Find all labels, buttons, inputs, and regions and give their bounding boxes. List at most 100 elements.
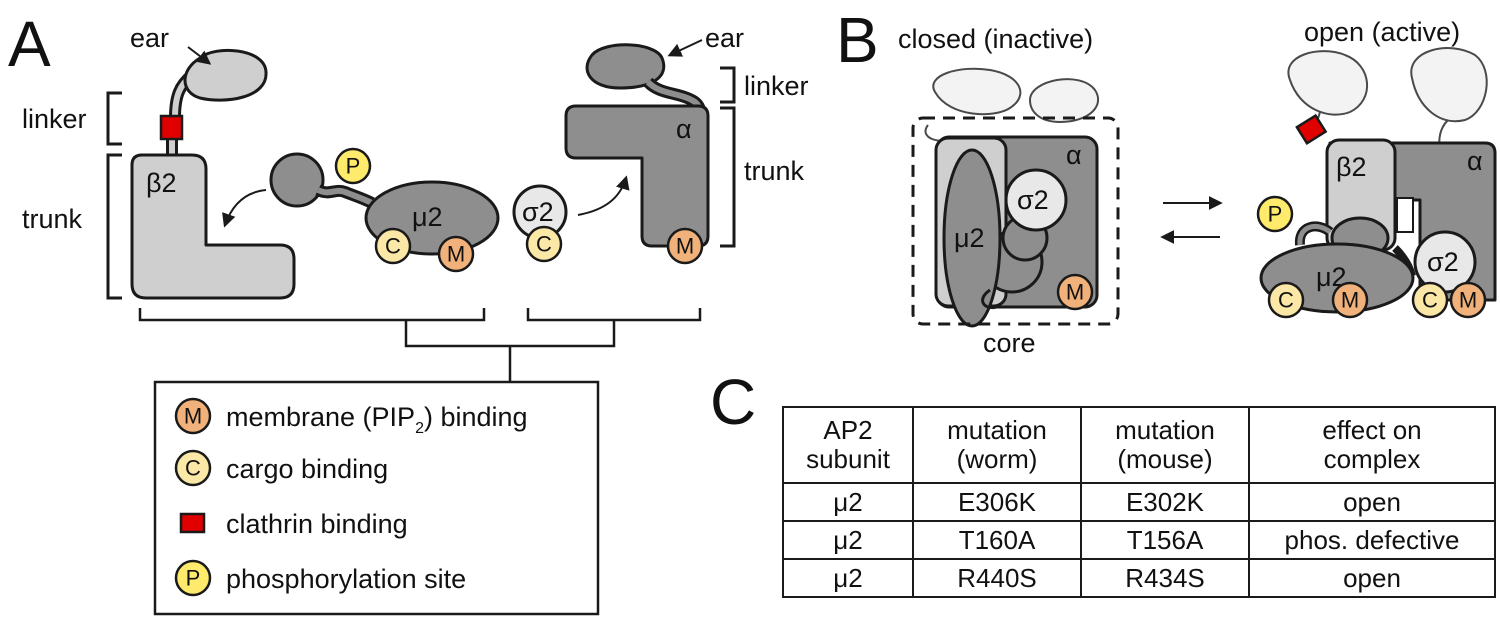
- legend-box: [153, 380, 600, 616]
- cell-mouse: E302K: [1080, 482, 1250, 522]
- phos-site-icon: [334, 147, 372, 185]
- open-alpha-membrane-icon: [1449, 281, 1487, 319]
- core-label: core: [983, 328, 1036, 358]
- trunk-bracket-right: [720, 106, 736, 248]
- open-sigma2-label: σ2: [1427, 247, 1459, 277]
- legend-membrane: membrane (PIP2) binding: [226, 402, 528, 437]
- ear-arrow-left: [187, 46, 212, 65]
- svg-text:M: M: [1341, 288, 1359, 313]
- membrane-site-icon: [437, 235, 475, 273]
- open-beta2-label: β2: [1336, 152, 1367, 182]
- header-mutation-mouse: mutation(mouse): [1080, 406, 1250, 484]
- svg-text:C: C: [1422, 288, 1438, 313]
- cell-subunit: μ2: [782, 520, 914, 560]
- linker-label-right: linker: [744, 71, 809, 101]
- trunk-label-left: trunk: [22, 204, 83, 234]
- sigma2-label-a: σ2: [522, 197, 554, 227]
- trunk-bracket-left: [106, 153, 122, 300]
- panel-c-letter: C: [710, 366, 756, 438]
- membrane-site-icon: [666, 227, 704, 265]
- closed-alpha-label: α: [1066, 140, 1082, 170]
- cell-mouse: T156A: [1080, 520, 1250, 560]
- open-clathrin-icon: [1295, 113, 1328, 146]
- beta2-trunk: [130, 153, 296, 300]
- panel-b-letter: B: [836, 4, 879, 76]
- clathrin-box-icon: [159, 114, 184, 141]
- cell-worm: T160A: [912, 520, 1082, 560]
- alpha-trunk: [564, 104, 710, 248]
- membrane-legend-icon: [174, 397, 212, 435]
- legend-clathrin: clathrin binding: [226, 509, 408, 539]
- cell-effect: phos. defective: [1248, 520, 1496, 560]
- open-ear-ghost-left: [1287, 50, 1368, 116]
- clathrin-legend-icon: [179, 512, 206, 534]
- open-phos-icon: [1256, 195, 1294, 233]
- cell-subunit: μ2: [782, 558, 914, 598]
- open-alpha-label: α: [1467, 146, 1483, 176]
- svg-text:P: P: [346, 154, 361, 179]
- closed-sigma2: [1004, 168, 1068, 232]
- svg-text:M: M: [1066, 280, 1084, 305]
- cell-worm: R440S: [912, 558, 1082, 598]
- closed-ear-ghost-right: [1028, 78, 1100, 124]
- closed-mu2: [942, 148, 1002, 328]
- open-mu2-membrane-icon: [1331, 281, 1369, 319]
- beta2-label: β2: [146, 168, 177, 198]
- table-row: μ2 T160A T156A phos. defective: [782, 520, 1496, 560]
- mu2-label-a: μ2: [412, 202, 443, 232]
- closed-ear-ghost-left: [932, 67, 1022, 116]
- table-row: μ2 R440S R434S open: [782, 558, 1496, 598]
- open-ear-ghost-right: [1410, 47, 1488, 123]
- assembly-arrow-left: [222, 189, 267, 228]
- svg-text:M: M: [676, 234, 694, 259]
- legend-cargo: cargo binding: [226, 454, 388, 484]
- svg-text:C: C: [185, 456, 201, 481]
- cargo-legend-icon: [174, 449, 212, 487]
- cargo-site-icon: [525, 225, 563, 263]
- trunk-label-right: trunk: [744, 156, 805, 186]
- svg-text:C: C: [1278, 288, 1294, 313]
- ear-arrow-right: [667, 39, 703, 57]
- ear-label-left: ear: [130, 23, 169, 53]
- open-title: open (active): [1304, 17, 1460, 47]
- ear-label-right: ear: [705, 23, 744, 53]
- svg-text:M: M: [184, 404, 202, 429]
- alpha-label-a: α: [676, 114, 692, 144]
- svg-text:C: C: [536, 232, 552, 257]
- svg-text:P: P: [186, 566, 201, 591]
- linker-label-left: linker: [22, 104, 87, 134]
- closed-mu2-label: μ2: [954, 223, 985, 253]
- linker-bracket-left: [106, 91, 122, 146]
- cell-effect: open: [1248, 482, 1496, 522]
- svg-text:M: M: [447, 242, 465, 267]
- open-mu2-cargo-icon: [1267, 281, 1305, 319]
- cell-subunit: μ2: [782, 482, 914, 522]
- group-bracket: [138, 308, 702, 382]
- closed-title: closed (inactive): [898, 24, 1093, 54]
- legend-phos: phosphorylation site: [226, 564, 466, 594]
- alpha-ear: [585, 43, 666, 90]
- panel-a-letter: A: [8, 8, 51, 80]
- beta2-ear: [183, 48, 268, 102]
- assembly-arrow-right: [577, 175, 630, 216]
- svg-text:C: C: [385, 234, 401, 259]
- closed-sigma2-label: σ2: [1017, 185, 1049, 215]
- cell-effect: open: [1248, 558, 1496, 598]
- svg-text:P: P: [1268, 202, 1283, 227]
- cell-mouse: R434S: [1080, 558, 1250, 598]
- open-sigma2-cargo-icon: [1411, 281, 1449, 319]
- svg-text:M: M: [1459, 288, 1477, 313]
- cell-worm: E306K: [912, 482, 1082, 522]
- cargo-site-icon: [374, 227, 412, 265]
- mu2-head: [269, 152, 325, 208]
- closed-membrane-icon: [1056, 273, 1094, 311]
- table-row: μ2 E306K E302K open: [782, 482, 1496, 522]
- header-mutation-worm: mutation(worm): [912, 406, 1082, 484]
- phos-legend-icon: [174, 559, 212, 597]
- linker-bracket-right: [720, 66, 736, 104]
